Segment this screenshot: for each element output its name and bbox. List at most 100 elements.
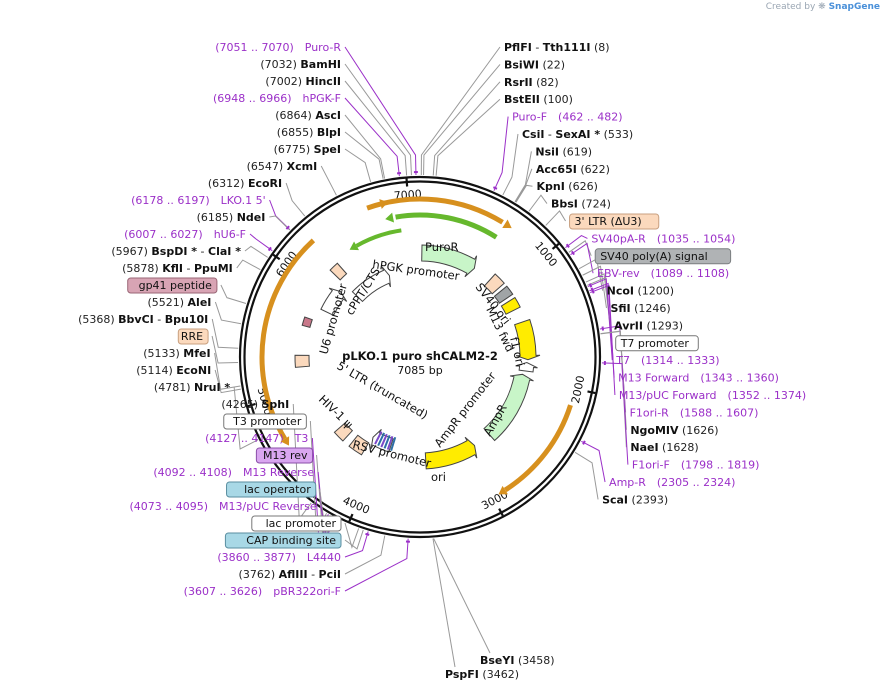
site-label: (5368) BbvCI - Bpu10I (78, 313, 208, 326)
outer-label-site: PflFI - Tth111I (8) (504, 41, 610, 54)
leader-line (344, 63, 412, 176)
leader-line (432, 538, 456, 668)
feature-arrowhead (502, 219, 512, 229)
f1-ori-feature-arrow (513, 318, 541, 361)
primer-gap (296, 551, 307, 564)
inner-features (294, 244, 541, 470)
site-label: (6855) BlpI (277, 126, 341, 139)
bp-tick-mark (498, 508, 504, 517)
outer-label-primer: (3860 .. 3877) L4440 (217, 551, 341, 564)
site-name: ScaI (602, 493, 628, 506)
site-position: (3462) (482, 668, 519, 681)
primer-label: (3860 .. 3877) L4440 (217, 551, 341, 564)
primer-range: (7051 .. 7070) (215, 41, 294, 54)
site-label: SfiI (1246) (610, 302, 670, 315)
site-label: ScaI (2393) (602, 493, 668, 506)
leader-line (493, 116, 509, 191)
primer-label: Amp-R (2305 .. 2324) (609, 476, 735, 489)
lac-region-mark (380, 433, 388, 448)
site-separator: - (197, 245, 208, 258)
leader-line (269, 199, 291, 231)
feature-label-text: CAP binding site (246, 534, 336, 547)
outer-label-primer: M13/pUC Forward (1352 .. 1374) (619, 389, 806, 402)
outer-label-site: (6547) XcmI (247, 160, 318, 173)
primer-label: (7051 .. 7070) Puro-R (215, 41, 341, 54)
outer-label-site: KpnI (626) (536, 180, 597, 193)
site-position: (1293) (647, 319, 684, 332)
inner-label-u6-promoter: U6 promoter (316, 282, 350, 356)
lac-region-mark (390, 436, 397, 451)
leader-line (514, 151, 532, 203)
outer-label-site: (3762) AflIII - PciI (239, 568, 341, 581)
outer-label-site: (7002) HincII (265, 75, 341, 88)
primer-binding-mark (591, 289, 595, 294)
site-separator: - (308, 568, 319, 581)
site-name: BamHI (300, 58, 341, 71)
outer-label-primer: F1ori-F (1798 .. 1819) (632, 459, 760, 472)
site-label: (4781) NruI * (154, 381, 230, 394)
leader-line (435, 98, 501, 176)
outer-label-site: (5368) BbvCI - Bpu10I (78, 313, 208, 326)
inner-label-cppt-cts: cPPT/CTS (343, 265, 383, 318)
site-label: BbsI (724) (551, 198, 611, 211)
site-name: SpeI (314, 143, 341, 156)
outer-label-site: Acc65I (622) (536, 163, 610, 176)
m13-fwd-feature (500, 296, 521, 315)
site-position: (1246) (634, 302, 671, 315)
inner-label-hiv1-psi: HIV-1 ψ (316, 392, 356, 431)
site-name: AleI (188, 296, 212, 309)
primer-range: (1352 .. 1374) (728, 389, 807, 402)
outer-label-site: (6185) NdeI (197, 211, 266, 224)
site-position: (5368) (78, 313, 115, 326)
outer-label-site: RsrII (82) (504, 76, 559, 89)
leader-line (514, 168, 533, 203)
leader-line (344, 97, 400, 177)
outer-label-site: (6312) EcoRI (208, 177, 282, 190)
rsv-promoter-feature-arrow (370, 428, 394, 453)
site-name: EcoNI (176, 364, 211, 377)
outer-label-site: SfiI (1246) (610, 302, 670, 315)
feature-arc-ampr-orange (503, 404, 573, 493)
leader-line (214, 301, 242, 325)
site-position: (3762) (239, 568, 276, 581)
cppt-cts-feature (329, 262, 348, 281)
primer-label: (4092 .. 4108) M13 Reverse (153, 466, 314, 479)
site-position: (6864) (275, 109, 312, 122)
leader-line (249, 233, 273, 252)
site-label: PflFI - Tth111I (8) (504, 41, 610, 54)
plasmid-backbone (238, 175, 602, 539)
primer-gap (210, 194, 221, 207)
site-separator: - (154, 313, 165, 326)
primer-gap (689, 372, 700, 385)
feature-label-box (251, 515, 342, 532)
inner-label-ori: ori (431, 470, 446, 484)
rre-feature (294, 354, 310, 368)
primer-binding-mark (285, 225, 290, 230)
primer-gap (203, 228, 214, 241)
leader-line (515, 184, 533, 203)
site-name-2: Bpu10I (165, 313, 209, 326)
puror-feature-arrow (421, 244, 478, 278)
site-position: (724) (581, 198, 611, 211)
leader-line (581, 440, 606, 483)
leader-line (528, 194, 548, 212)
primer-label: M13/pUC Forward (1352 .. 1374) (619, 389, 806, 402)
primer-name: SV40pA-R (591, 232, 646, 245)
feature-arrowhead (379, 199, 389, 209)
primer-name: M13/pUC Forward (619, 389, 717, 402)
outer-label-feature: 3' LTR (ΔU3) (569, 213, 660, 230)
site-position: (5521) (147, 296, 184, 309)
primer-binding-mark (582, 440, 586, 445)
site-label: (5133) MfeI (143, 347, 210, 360)
outer-label-site: (5967) BspDI * - ClaI * (111, 245, 241, 258)
feature-label-box (594, 248, 732, 265)
credit-brand: SnapGene (828, 2, 880, 12)
bp-tick-mark (587, 390, 596, 395)
outer-label-site: BsiWI (22) (504, 58, 565, 71)
primer-gap (640, 267, 651, 280)
site-label: (3762) AflIII - PciI (239, 568, 341, 581)
leader-line (582, 265, 607, 309)
outer-label-site: NgoMIV (1626) (630, 424, 718, 437)
site-position: (6775) (274, 143, 311, 156)
site-name: EcoRI (248, 177, 282, 190)
